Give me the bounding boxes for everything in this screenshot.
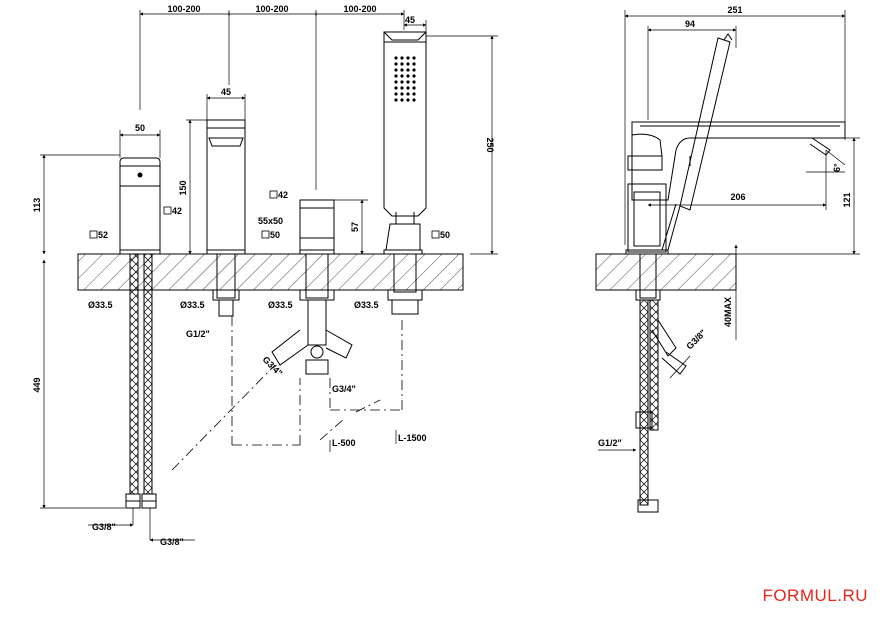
hose-thread-2-label: G3/8" (160, 537, 184, 547)
side-depth-label: 251 (727, 5, 742, 15)
spacing-3-label: 100-200 (343, 4, 376, 14)
spout-shank (212, 253, 240, 317)
diverter-base-label: 50 (440, 230, 450, 240)
mixer-hoses (125, 253, 157, 509)
mixer-square-top-label: 42 (172, 206, 182, 216)
spacing-1-label: 100-200 (167, 4, 200, 14)
dimension-labels: 100-200 100-200 100-200 45 250 45 150 55… (32, 4, 852, 547)
side-thread-bottom-label: G1/2" (598, 438, 622, 448)
spout-base-label: 55x50 (258, 216, 283, 226)
diverter-thread-bottom-label: G3/4" (332, 384, 356, 394)
spray-nozzles (394, 56, 416, 102)
spout-square-label: 50 (270, 230, 280, 240)
side-deck (595, 253, 737, 291)
mixer-height-label: 113 (32, 198, 42, 213)
diverter-shank (271, 253, 353, 375)
diverter-body (299, 199, 335, 255)
hose-routes (171, 316, 403, 471)
side-height-label: 121 (842, 192, 852, 207)
hole-2-label: Ø33.5 (180, 300, 205, 310)
side-angle-label: 6° (832, 163, 842, 172)
spout-thread-label: G1/2" (186, 329, 210, 339)
brand-watermark: FORMUL.RU (762, 586, 868, 605)
side-offset-label: 94 (685, 19, 695, 29)
side-thickness-label: 40MAX (723, 297, 733, 327)
side-shank (635, 253, 687, 513)
hole-4-label: Ø33.5 (354, 300, 379, 310)
hose-thread-1-label: G3/8" (92, 522, 116, 532)
hose-length-label: 449 (32, 377, 42, 392)
square-symbols (89, 190, 440, 239)
hose-l2-label: L-1500 (398, 433, 427, 443)
spout-width-label: 45 (221, 87, 231, 97)
handshower-height-label: 250 (485, 137, 495, 152)
handshower (383, 31, 427, 255)
hole-3-label: Ø33.5 (268, 300, 293, 310)
mixer-body (119, 157, 161, 255)
diverter-thread-left-label: G3/4" (261, 354, 285, 378)
front-deck (77, 253, 464, 291)
side-thread-top-label: G3/8" (684, 328, 708, 352)
handshower-width-label: 45 (405, 15, 415, 25)
mixer-width-label: 50 (135, 123, 145, 133)
diverter-height-label: 57 (350, 222, 360, 232)
side-handshower (661, 33, 733, 251)
spout-body (206, 119, 246, 255)
mixer-square-base-label: 52 (98, 230, 108, 240)
hole-1-label: Ø33.5 (88, 300, 113, 310)
side-reach-label: 206 (730, 192, 745, 202)
handshower-shank (387, 253, 423, 315)
diverter-square-label: 42 (278, 190, 288, 200)
spacing-2-label: 100-200 (255, 4, 288, 14)
hose-l1-label: L-500 (332, 438, 356, 448)
side-spout (627, 121, 846, 201)
spout-height-label: 150 (178, 180, 188, 195)
